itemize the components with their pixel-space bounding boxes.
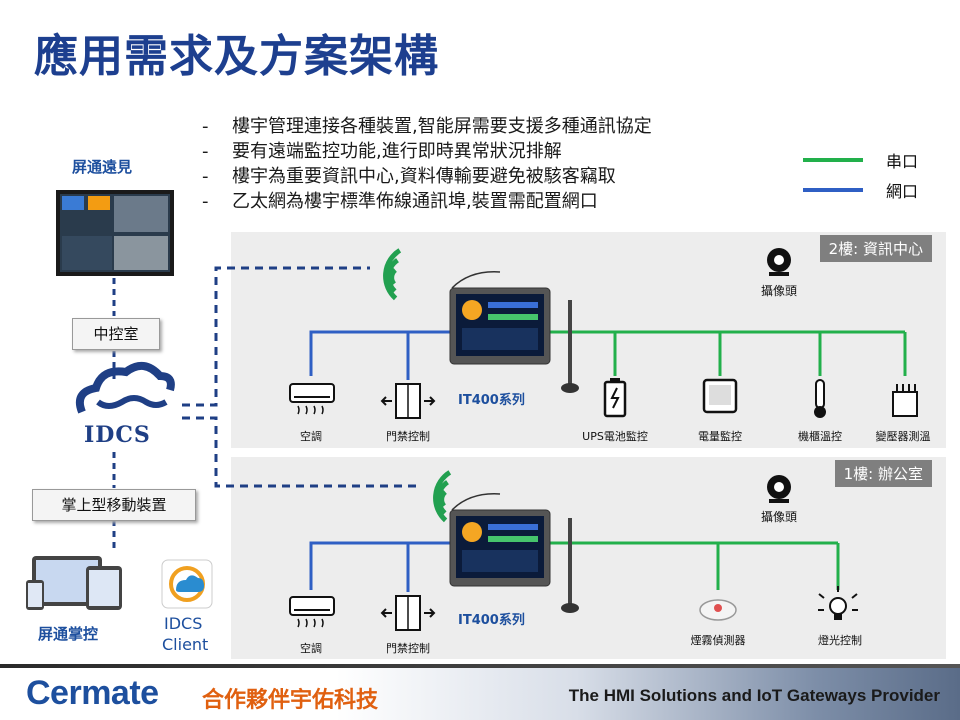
bullet-text: 樓宇為重要資訊中心,資料傳輸要避免被駭客竊取 xyxy=(232,166,616,187)
f2-ethernet-bus xyxy=(309,330,452,376)
tablet-devices-icon xyxy=(26,556,122,610)
smoke-detector-icon xyxy=(699,599,737,621)
control-room-box: 中控室 xyxy=(72,318,160,350)
hmi-it400-icon xyxy=(449,493,551,587)
bullet-dash: - xyxy=(202,141,209,162)
bullet-dash: - xyxy=(202,116,209,137)
floor-2-panel: 2樓: 資訊中心 xyxy=(231,232,946,448)
light-bulb-icon xyxy=(818,586,858,620)
page-title: 應用需求及方案架構 xyxy=(34,31,439,82)
bullet-3: - 樓宇為重要資訊中心,資料傳輸要避免被駭客竊取 xyxy=(202,162,616,188)
bullet-dash: - xyxy=(202,191,209,212)
f1-device-label: 空調 xyxy=(300,642,322,655)
legend-serial-line xyxy=(803,158,863,162)
legend-ethernet-line xyxy=(803,188,863,192)
floor-2-tag: 2樓: 資訊中心 xyxy=(819,235,932,262)
idcs-client-label-1: IDCS xyxy=(164,614,203,633)
battery-icon xyxy=(603,378,627,418)
footer-bar xyxy=(0,664,960,720)
f2-device-label: 電量監控 xyxy=(698,430,742,443)
idcs-logo-icon xyxy=(75,362,175,414)
transformer-icon xyxy=(892,384,918,417)
f2-device-label: UPS電池監控 xyxy=(582,430,648,443)
partner-text: 合作夥伴宇佑科技 xyxy=(202,688,379,713)
idcs-logo-text: IDCS xyxy=(84,422,151,448)
handheld-label: 屏通掌控 xyxy=(38,625,99,643)
wifi-icon xyxy=(433,470,452,523)
mobile-device-box: 掌上型移動裝置 xyxy=(32,489,196,521)
dashboard-screen-icon xyxy=(56,190,174,276)
f1-serial-drops xyxy=(716,543,840,590)
f1-device-label: 門禁控制 xyxy=(386,642,430,655)
idcs-client-icon xyxy=(161,559,213,609)
link-idcs-floor1 xyxy=(182,416,420,488)
legend-serial-label: 串口 xyxy=(886,152,919,171)
bullet-text: 乙太網為樓宇標準佈線通訊埠,裝置需配置網口 xyxy=(232,191,598,212)
bullet-text: 樓宇管理連接各種裝置,智能屏需要支援多種通訊協定 xyxy=(232,116,652,137)
thermometer-icon xyxy=(814,379,826,418)
door-access-icon xyxy=(380,383,436,419)
f2-device-label: 門禁控制 xyxy=(386,430,430,443)
f1-device-label: 煙霧偵測器 xyxy=(690,634,746,647)
floor-1-tag: 1樓: 辦公室 xyxy=(834,460,932,487)
f2-device-label: 機櫃溫控 xyxy=(798,430,842,443)
f1-device-label: 燈光控制 xyxy=(818,634,862,647)
bullet-4: - 乙太網為樓宇標準佈線通訊埠,裝置需配置網口 xyxy=(202,187,598,213)
f2-device-label: 空調 xyxy=(300,430,322,443)
footer-divider xyxy=(0,664,960,668)
power-meter-icon xyxy=(702,378,738,414)
hmi-it400-icon xyxy=(449,271,551,365)
antenna-icon xyxy=(561,300,579,393)
f2-hmi-label: IT400系列 xyxy=(458,393,525,408)
floor-1-panel: 1樓: 辦公室 xyxy=(231,457,946,659)
air-conditioner-icon xyxy=(289,383,335,415)
bullet-2: - 要有遠端監控功能,進行即時異常狀況排解 xyxy=(202,137,562,163)
bullet-dash: - xyxy=(202,166,209,187)
cermate-logo: Cermate xyxy=(26,674,159,712)
camera-icon xyxy=(767,475,791,503)
f2-camera-label: 攝像頭 xyxy=(760,284,798,298)
idcs-client-label-2: Client xyxy=(162,635,209,654)
footer-tagline: The HMI Solutions and IoT Gateways Provi… xyxy=(568,686,940,705)
f2-serial-drops xyxy=(613,332,907,376)
link-idcs-floor2 xyxy=(182,266,370,407)
bullet-1: - 樓宇管理連接各種裝置,智能屏需要支援多種通訊協定 xyxy=(202,112,652,138)
wifi-icon xyxy=(383,248,402,301)
f1-ethernet-bus xyxy=(309,541,452,590)
f1-hmi-label: IT400系列 xyxy=(458,613,525,628)
door-access-icon xyxy=(380,595,436,631)
camera-icon xyxy=(767,248,791,276)
f2-device-label: 變壓器測溫 xyxy=(875,430,931,443)
bullet-text: 要有遠端監控功能,進行即時異常狀況排解 xyxy=(232,141,562,162)
air-conditioner-icon xyxy=(289,596,335,628)
f1-camera-label: 攝像頭 xyxy=(760,510,798,524)
antenna-icon xyxy=(561,518,579,613)
legend-ethernet-label: 網口 xyxy=(886,182,919,201)
screen-label: 屏通遠見 xyxy=(72,158,133,176)
